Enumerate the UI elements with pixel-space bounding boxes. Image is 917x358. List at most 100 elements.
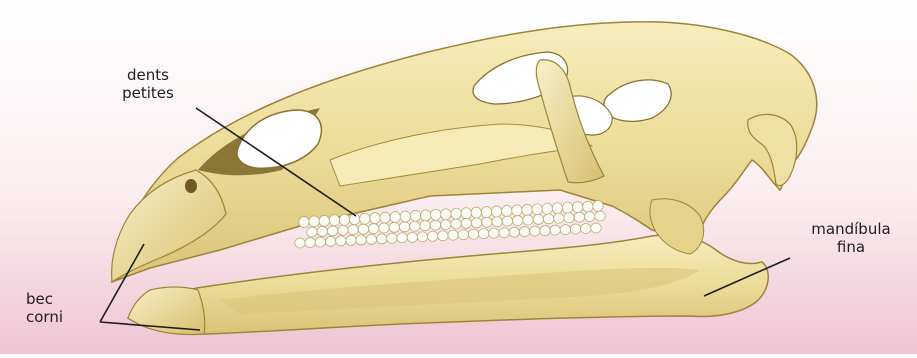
lower-tooth (407, 232, 417, 242)
upper-tooth (482, 217, 492, 227)
upper-tooth (492, 217, 502, 227)
upper-tooth (542, 203, 552, 214)
upper-tooth (339, 214, 349, 225)
upper-tooth (585, 212, 595, 222)
upper-tooth (390, 212, 400, 223)
lower-tooth (336, 236, 346, 246)
label-dents-line2: petites (114, 84, 182, 102)
lower-tooth (295, 238, 305, 248)
label-mandibula-fina: mandíbula fina (792, 220, 910, 256)
lower-tooth (540, 226, 550, 236)
lower-tooth (479, 229, 489, 239)
upper-tooth (400, 211, 410, 222)
lower-tooth (448, 230, 458, 240)
lower-tooth (305, 238, 315, 248)
upper-tooth (360, 213, 370, 224)
upper-tooth (309, 216, 319, 227)
upper-tooth (523, 215, 533, 225)
upper-tooth (512, 205, 522, 216)
upper-tooth (583, 201, 593, 212)
upper-tooth (389, 222, 399, 232)
upper-tooth (317, 226, 327, 236)
upper-tooth (461, 208, 471, 219)
upper-tooth (329, 215, 339, 226)
upper-tooth (299, 217, 309, 228)
lower-tooth (550, 225, 560, 235)
upper-tooth (420, 221, 430, 231)
upper-tooth (522, 204, 532, 215)
upper-tooth (451, 208, 461, 219)
upper-tooth (552, 203, 562, 214)
lower-tooth (468, 229, 478, 239)
label-dents-line1: dents (114, 66, 182, 84)
upper-tooth (430, 220, 440, 230)
lower-tooth (458, 230, 468, 240)
lower-tooth (509, 227, 519, 237)
upper-tooth (481, 207, 491, 218)
upper-tooth (461, 218, 471, 228)
upper-tooth (533, 214, 543, 224)
upper-tooth (564, 213, 574, 223)
upper-tooth (307, 227, 317, 237)
upper-tooth (319, 215, 329, 226)
lower-tooth (387, 233, 397, 243)
upper-tooth (532, 204, 542, 215)
lower-tooth (560, 225, 570, 235)
upper-tooth (338, 225, 348, 235)
upper-tooth (410, 221, 420, 231)
upper-tooth (431, 209, 441, 220)
upper-tooth (441, 209, 451, 220)
upper-tooth (562, 202, 572, 213)
upper-tooth (502, 206, 512, 217)
lower-tooth (519, 227, 529, 237)
upper-tooth (513, 216, 523, 226)
upper-tooth (491, 206, 501, 217)
upper-tooth (399, 222, 409, 232)
upper-tooth (573, 202, 583, 213)
label-bec-corni: bec corni (26, 290, 63, 326)
upper-tooth (369, 224, 379, 234)
lower-tooth (530, 226, 540, 236)
upper-tooth (502, 216, 512, 226)
upper-tooth (358, 224, 368, 234)
lower-tooth (438, 231, 448, 241)
upper-tooth (327, 226, 337, 236)
upper-tooth (574, 212, 584, 222)
upper-tooth (348, 225, 358, 235)
lower-tooth (581, 224, 591, 234)
lower-tooth (489, 228, 499, 238)
label-bec-line2: corni (26, 308, 63, 326)
lower-tooth (417, 232, 427, 242)
upper-tooth (595, 211, 605, 221)
upper-tooth (451, 219, 461, 229)
lower-tooth (499, 228, 509, 238)
upper-tooth (554, 213, 564, 223)
lower-tooth (428, 231, 438, 241)
lower-tooth (366, 234, 376, 244)
upper-tooth (471, 218, 481, 228)
upper-tooth (370, 213, 380, 224)
upper-tooth (593, 201, 603, 212)
lower-tooth (325, 236, 335, 246)
upper-tooth (410, 210, 420, 221)
upper-tooth (471, 207, 481, 218)
nasal-notch (185, 179, 197, 193)
label-mandibula-line1: mandíbula (792, 220, 910, 238)
upper-tooth (379, 223, 389, 233)
label-dents-petites: dents petites (114, 66, 182, 102)
lower-tooth (591, 223, 601, 233)
lower-tooth (570, 224, 580, 234)
lower-tooth (346, 235, 356, 245)
lower-tooth (397, 233, 407, 243)
upper-tooth (441, 220, 451, 230)
upper-tooth (421, 210, 431, 221)
label-bec-line1: bec (26, 290, 63, 308)
lower-tooth (377, 234, 387, 244)
upper-tooth (380, 212, 390, 223)
lower-tooth (315, 237, 325, 247)
upper-tooth (543, 214, 553, 224)
lower-tooth (356, 235, 366, 245)
label-mandibula-line2: fina (792, 238, 910, 256)
